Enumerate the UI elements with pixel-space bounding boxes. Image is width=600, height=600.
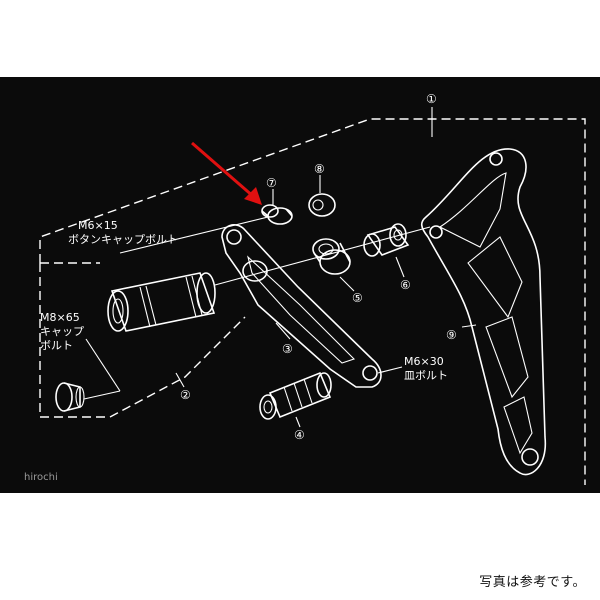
- part-2-cap-bolt: [55, 382, 85, 412]
- callout-6: ⑥: [400, 278, 411, 292]
- leader-6: [395, 256, 405, 278]
- diagram-panel: ① ⑦ ⑧ ⑤: [0, 77, 600, 493]
- leader-m8-bolt-a: [85, 338, 121, 392]
- label-m6x30: M6×30: [404, 355, 444, 368]
- leader-5: [339, 276, 355, 292]
- callout-4: ④: [294, 428, 305, 442]
- bolt-axis-m8: [214, 226, 431, 286]
- assembly-outline-lower: [39, 263, 246, 418]
- leader-4: [295, 416, 301, 428]
- label-flat-bolt: 皿ボルト: [404, 369, 448, 382]
- red-arrow-head: [244, 187, 262, 205]
- part-2-footpeg: [107, 272, 216, 332]
- leader-m6x30: [377, 366, 403, 374]
- leader-m8-bolt-b: [83, 390, 121, 400]
- part-7-collar: [261, 204, 293, 225]
- label-bolt: ボルト: [40, 339, 73, 352]
- callout-7: ⑦: [266, 176, 277, 190]
- exploded-parts-diagram: ① ⑦ ⑧ ⑤: [39, 92, 586, 485]
- assembly-outline-upper: [39, 118, 586, 485]
- callout-3: ③: [282, 342, 293, 356]
- callout-9: ⑨: [446, 328, 457, 342]
- label-m8x65: M8×65: [40, 311, 80, 324]
- part-9-main-bracket: [420, 148, 546, 476]
- label-cap: キャップ: [40, 325, 84, 338]
- leader-3: [275, 322, 291, 340]
- part-8-washer: [308, 193, 336, 217]
- watermark: hirochi: [24, 472, 58, 483]
- callout-2: ②: [180, 388, 191, 402]
- part-4-rubber-grip: [259, 371, 332, 420]
- callout-5: ⑤: [352, 291, 363, 305]
- label-button-cap-bolt: ボタンキャップボルト: [68, 233, 178, 246]
- leader-2: [175, 372, 185, 388]
- part-3-heel-plate: [221, 224, 382, 388]
- leader-9: [461, 324, 477, 328]
- caption: 写真は参考です。: [479, 575, 586, 590]
- part-6-spacer: [363, 223, 410, 257]
- bolt-axis-m6x15: [119, 216, 269, 254]
- callout-1: ①: [426, 92, 437, 106]
- label-m6x15: M6×15: [78, 219, 118, 232]
- red-arrow-shaft: [191, 141, 255, 199]
- callout-8: ⑧: [314, 162, 325, 176]
